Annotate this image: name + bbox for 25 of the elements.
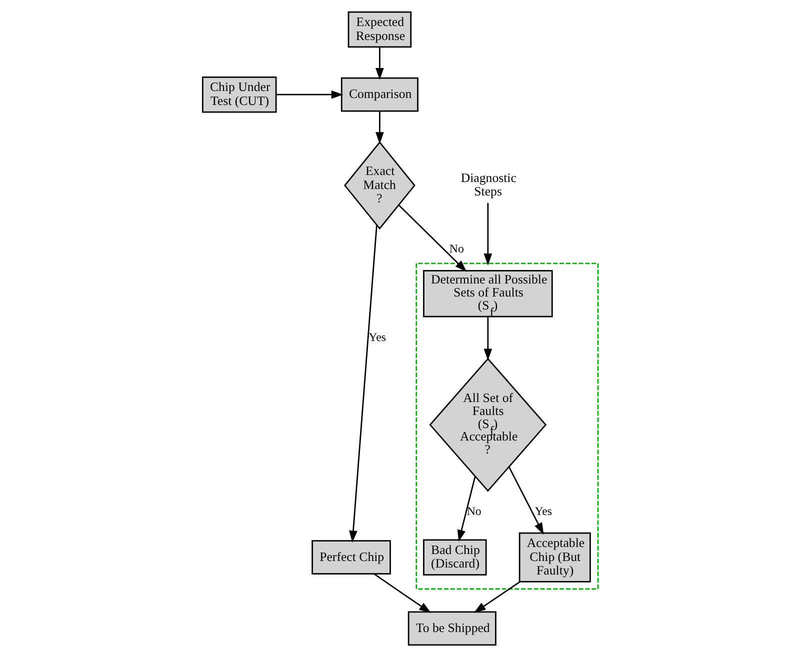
arrow	[473, 581, 520, 613]
arrow	[508, 466, 544, 535]
arrow	[456, 476, 476, 542]
node-box: Comparison	[340, 77, 418, 112]
arrow	[348, 224, 377, 543]
arrow	[483, 202, 492, 266]
node-box: Chip Under Test (CUT)	[201, 76, 276, 113]
cluster	[415, 262, 598, 590]
node-box: Expected Response	[347, 11, 412, 48]
arrow	[375, 47, 384, 80]
edge-label: Yes	[534, 504, 552, 518]
node-diamond: Exact Match ?	[343, 141, 415, 230]
edge-label: Yes	[368, 330, 386, 344]
arrow	[276, 90, 343, 99]
node-box: Acceptable Chip (But Faulty)	[518, 532, 590, 582]
edge-label: No	[448, 242, 464, 256]
node-box: Perfect Chip	[311, 540, 390, 575]
node-box: To be Shipped	[407, 611, 496, 646]
arrow	[398, 204, 466, 272]
arrow	[483, 316, 492, 361]
node-text: Diagnostic Steps	[460, 170, 516, 199]
edge-label: No	[466, 504, 481, 518]
arrow	[373, 573, 431, 614]
node-box: Bad Chip (Discard)	[422, 539, 486, 576]
arrow	[375, 111, 384, 144]
